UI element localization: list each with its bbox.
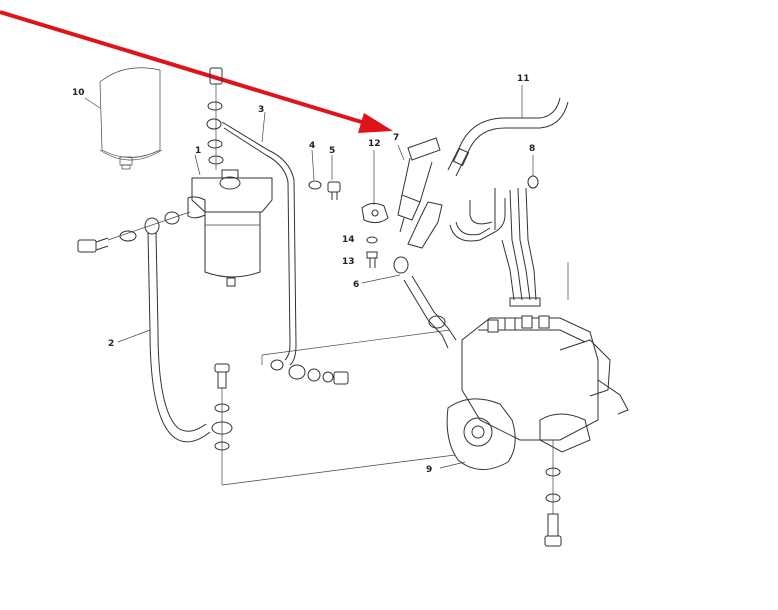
parts-12-13-14 — [361, 150, 389, 268]
parts-4-5-bolt-washer — [308, 149, 341, 200]
part-11-return-hose — [447, 85, 569, 177]
part-10-filter-bowl — [84, 67, 163, 170]
callout-4: 4 — [309, 141, 315, 151]
part-6-injector-pipe — [361, 201, 457, 349]
callout-6: 6 — [353, 280, 359, 290]
callout-9: 9 — [426, 465, 432, 475]
callout-8: 8 — [529, 144, 535, 154]
part-1-fuel-filter — [187, 154, 273, 287]
callout-10: 10 — [72, 88, 85, 98]
filter-top-fittings — [206, 67, 224, 170]
pump-bottom-bolt — [544, 440, 562, 547]
red-pointer-arrow — [0, 10, 393, 133]
part-7-injector — [397, 137, 441, 233]
part-2-fuel-pipe — [77, 211, 233, 443]
callout-2: 2 — [108, 339, 114, 349]
part-3-fuel-pipe — [221, 111, 297, 366]
callout-13: 13 — [342, 257, 355, 267]
callout-11: 11 — [517, 74, 530, 84]
callout-7: 7 — [393, 133, 399, 143]
callout-14: 14 — [342, 235, 355, 245]
callout-3: 3 — [258, 105, 264, 115]
banjo-bolt-stack — [214, 363, 456, 486]
callout-1: 1 — [195, 146, 201, 156]
pump-inlet-fittings — [261, 329, 451, 385]
part-8-high-pressure-lines — [449, 155, 569, 307]
part-9-injection-pump — [439, 315, 629, 470]
callout-12: 12 — [368, 139, 381, 149]
callout-5: 5 — [329, 146, 335, 156]
